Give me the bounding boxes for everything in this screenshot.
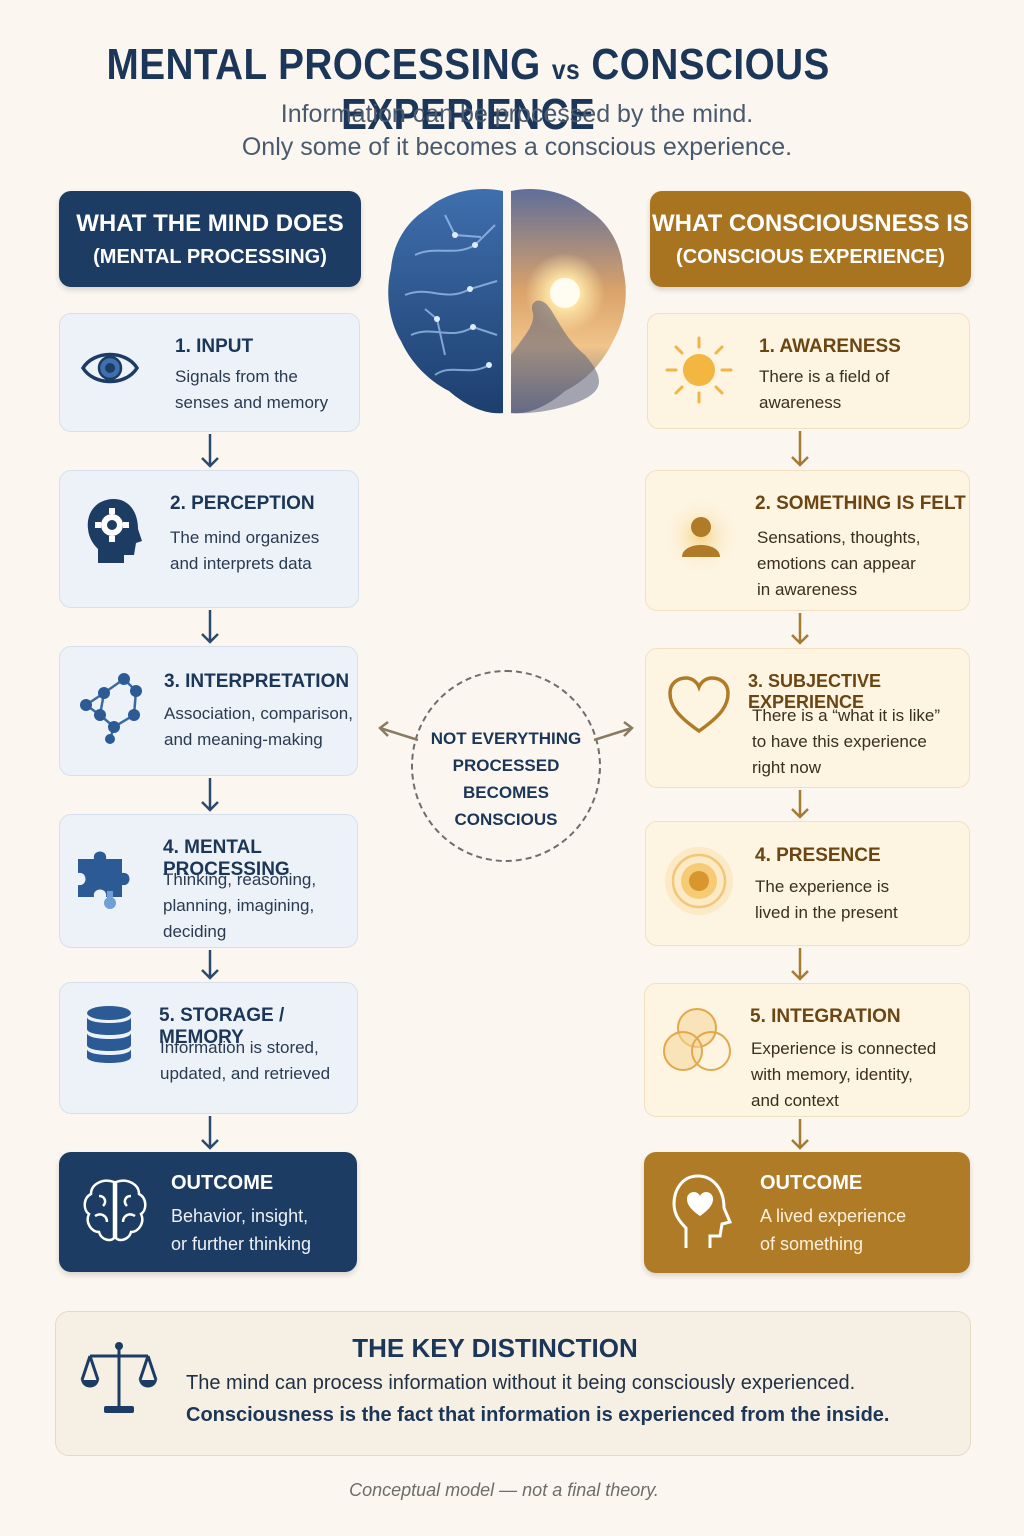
- concentric-circles-icon: [665, 847, 733, 915]
- right-step-subjective-experience: 3. SUBJECTIVE EXPERIENCE There is a “wha…: [645, 648, 970, 788]
- left-step-perception: 2. PERCEPTION The mind organizes and int…: [59, 470, 359, 608]
- page-title: MENTAL PROCESSING vs CONSCIOUS EXPERIENC…: [106, 40, 830, 139]
- right-arrow-1: [791, 431, 809, 467]
- key-distinction-line-2: Consciousness is the fact that informati…: [186, 1404, 890, 1426]
- right-arrow-5: [791, 1119, 809, 1150]
- left-arrow-1: [201, 434, 219, 468]
- subtitle-line-2: Only some of it becomes a conscious expe…: [241, 133, 793, 161]
- key-distinction-panel: [55, 1311, 971, 1456]
- right-step-presence: 4. PRESENCE The experience is lived in t…: [645, 821, 970, 946]
- key-distinction-line-1: The mind can process information without…: [186, 1372, 856, 1394]
- key-distinction-title: THE KEY DISTINCTION: [352, 1333, 638, 1363]
- left-column-heading: WHAT THE MIND DOES (MENTAL PROCESSING): [59, 191, 361, 287]
- scales-icon: [80, 1342, 158, 1413]
- brain-outline-icon: [83, 1179, 147, 1242]
- left-arrow-5: [201, 1116, 219, 1150]
- right-step-something-is-felt: 2. SOMETHING IS FELT Sensations, thought…: [645, 470, 970, 611]
- left-arrow-4: [201, 950, 219, 980]
- center-arrow-right: [593, 721, 634, 742]
- network-icon: [80, 673, 142, 744]
- left-outcome: OUTCOME Behavior, insight, or further th…: [59, 1152, 357, 1272]
- right-arrow-2: [791, 613, 809, 645]
- left-step-interpretation: 3. INTERPRETATION Association, compariso…: [59, 646, 358, 776]
- footer-note: Conceptual model — not a final theory.: [349, 1480, 659, 1500]
- subtitle-line-1: Information can be processed by the mind…: [280, 100, 754, 128]
- sun-icon: [665, 336, 733, 404]
- left-step-mental-processing: 4. MENTAL PROCESSING Thinking, reasoning…: [59, 814, 358, 948]
- left-step-storage-memory: 5. STORAGE / MEMORY Information is store…: [59, 982, 358, 1114]
- right-step-awareness: 1. AWARENESS There is a field of awarene…: [647, 313, 970, 429]
- left-step-input: 1. INPUT Signals from the senses and mem…: [59, 313, 360, 432]
- head-heart-icon: [672, 1174, 733, 1248]
- center-dashed-circle: [411, 670, 601, 862]
- right-arrow-4: [791, 948, 809, 981]
- center-label: NOT EVERYTHING PROCESSED BECOMES CONSCIO…: [430, 729, 582, 829]
- venn-icon: [663, 1008, 731, 1071]
- heart-icon: [668, 676, 730, 734]
- right-step-integration: 5. INTEGRATION Experience is connected w…: [644, 983, 970, 1117]
- person-glow-icon: [663, 498, 739, 574]
- head-gear-icon: [87, 499, 142, 563]
- center-arrow-left: [378, 721, 419, 742]
- puzzle-icon: [78, 851, 130, 909]
- right-column-heading: WHAT CONSCIOUSNESS IS (CONSCIOUS EXPERIE…: [650, 191, 971, 287]
- left-arrow-3: [201, 778, 219, 812]
- database-icon: [87, 1006, 131, 1063]
- brain-illustration: [388, 189, 626, 414]
- right-outcome: OUTCOME A lived experience of something: [644, 1152, 970, 1273]
- right-arrow-3: [791, 790, 809, 819]
- eye-icon: [80, 352, 140, 384]
- left-arrow-2: [201, 610, 219, 644]
